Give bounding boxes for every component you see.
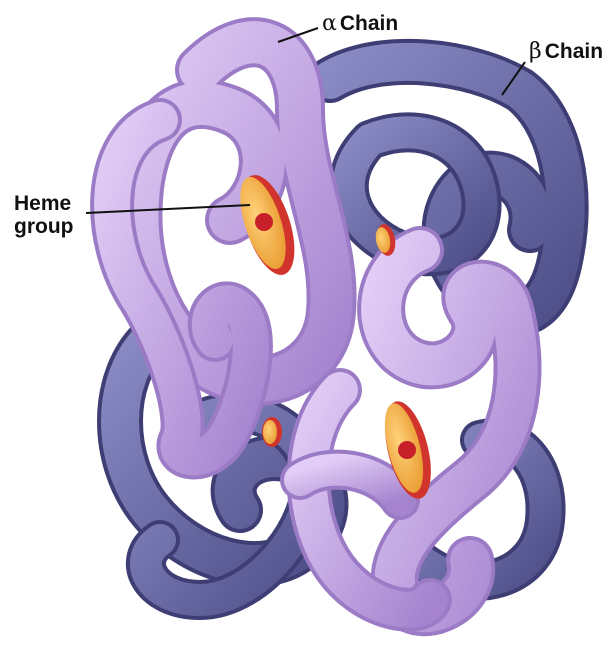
- heme-label-line1: Heme: [14, 192, 73, 215]
- heme-group-beta-lower: [262, 417, 282, 447]
- beta-chain-text: Chain: [545, 40, 603, 63]
- alpha-chain-text: Chain: [340, 12, 398, 35]
- alpha-symbol: α: [322, 11, 337, 36]
- heme-group-label: Heme group: [14, 192, 73, 238]
- heme-label-line2: group: [14, 215, 73, 238]
- beta-symbol: β: [529, 39, 542, 64]
